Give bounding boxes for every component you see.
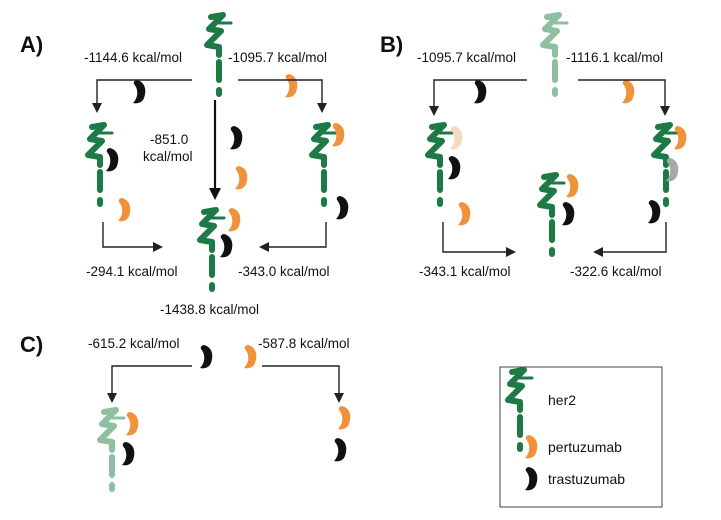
trastuzumab-icon — [474, 80, 487, 104]
pertuzumab-icon — [622, 80, 635, 104]
trastuzumab-icon — [133, 80, 146, 104]
arrow — [578, 79, 670, 116]
energy-label: -343.0 kcal/mol — [238, 264, 330, 279]
arrow — [262, 365, 344, 403]
panel-a: A) -1144.6 kcal/mol -1095.7 kcal/mol -85… — [20, 15, 349, 317]
arrow — [259, 222, 327, 252]
legend-box — [499, 366, 663, 508]
arrow — [92, 79, 192, 113]
legend-label-her2: her2 — [548, 392, 576, 408]
energy-label: -1095.7 kcal/mol — [417, 50, 516, 65]
pertuzumab-icon — [450, 126, 463, 150]
panel-c-label: C) — [20, 332, 43, 357]
pertuzumab-icon — [228, 208, 241, 232]
energy-label: -1144.6 kcal/mol — [84, 50, 182, 65]
energy-label: -294.1 kcal/mol — [86, 264, 178, 279]
pertuzumab-icon — [235, 166, 248, 190]
energy-label: -587.8 kcal/mol — [258, 336, 350, 351]
panel-c: C) -615.2 kcal/mol -587.8 kcal/mol — [20, 332, 351, 492]
pertuzumab-icon — [674, 126, 687, 150]
arrow — [442, 222, 516, 257]
her2-icon — [540, 175, 564, 257]
energy-label: -851.0 — [150, 132, 188, 147]
arrow — [429, 79, 527, 116]
trastuzumab-icon — [106, 148, 119, 172]
pertuzumab-icon — [332, 123, 345, 147]
pertuzumab-icon — [244, 345, 257, 369]
her2-icon — [428, 125, 452, 207]
panel-a-label: A) — [20, 32, 43, 57]
energy-label: -615.2 kcal/mol — [88, 336, 180, 351]
trastuzumab-icon — [122, 442, 135, 466]
legend: her2 pertuzumab trastuzumab — [499, 366, 663, 508]
her2-icon — [200, 210, 224, 292]
trastuzumab-icon — [220, 234, 233, 258]
her2-icon — [543, 15, 567, 97]
trastuzumab-icon — [230, 126, 243, 150]
arrow — [238, 79, 327, 113]
energy-label: -343.1 kcal/mol — [419, 264, 511, 279]
legend-label-pertuzumab: pertuzumab — [548, 439, 622, 455]
panel-b: B) -1095.7 kcal/mol -1116.1 kcal/mol -34… — [380, 15, 687, 279]
trastuzumab-icon — [448, 156, 461, 180]
pertuzumab-icon — [285, 74, 298, 98]
her2-icon — [88, 125, 112, 207]
energy-label: -322.6 kcal/mol — [570, 264, 662, 279]
arrow — [102, 222, 163, 252]
arrow — [107, 365, 192, 403]
trastuzumab-icon — [525, 467, 538, 491]
trastuzumab-icon — [648, 200, 661, 224]
energy-label: -1116.1 kcal/mol — [566, 50, 663, 65]
pertuzumab-icon — [458, 202, 471, 226]
panel-b-label: B) — [380, 32, 403, 57]
her2-icon — [312, 125, 336, 207]
pertuzumab-icon — [126, 412, 139, 436]
trastuzumab-icon — [200, 345, 213, 369]
trastuzumab-icon — [562, 202, 575, 226]
pertuzumab-icon — [118, 198, 131, 222]
energy-label: kcal/mol — [143, 149, 193, 164]
pertuzumab-icon — [566, 174, 579, 198]
her2-icon — [100, 410, 124, 492]
pertuzumab-icon — [525, 435, 538, 459]
arrow — [593, 222, 667, 257]
trastuzumab-icon — [334, 438, 347, 462]
trastuzumab-icon — [336, 196, 349, 220]
legend-label-trastuzumab: trastuzumab — [548, 471, 625, 487]
energy-label: -1438.8 kcal/mol — [160, 302, 259, 317]
energy-label: -1095.7 kcal/mol — [228, 50, 327, 65]
pertuzumab-icon — [338, 406, 351, 430]
